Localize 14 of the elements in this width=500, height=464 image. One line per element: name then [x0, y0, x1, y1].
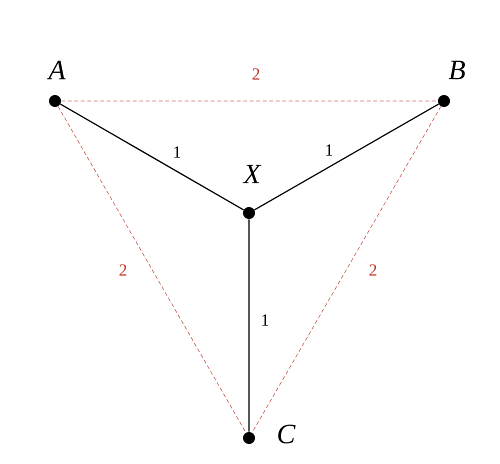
vertex-label: X — [242, 164, 262, 184]
edge-line — [60, 104, 244, 210]
edge-line — [60, 100, 438, 102]
edge-line — [254, 104, 439, 210]
vertex-dot — [49, 95, 61, 107]
edge-line — [58, 106, 246, 433]
vertex-label: A — [46, 60, 66, 80]
vertex-label: C — [278, 424, 296, 444]
edge-line — [252, 106, 442, 433]
vertex-label: B — [448, 60, 465, 80]
vertex-dot — [243, 432, 255, 444]
vertex-dot — [243, 207, 255, 219]
vertex-dot — [438, 95, 450, 107]
edge-line — [248, 219, 250, 432]
